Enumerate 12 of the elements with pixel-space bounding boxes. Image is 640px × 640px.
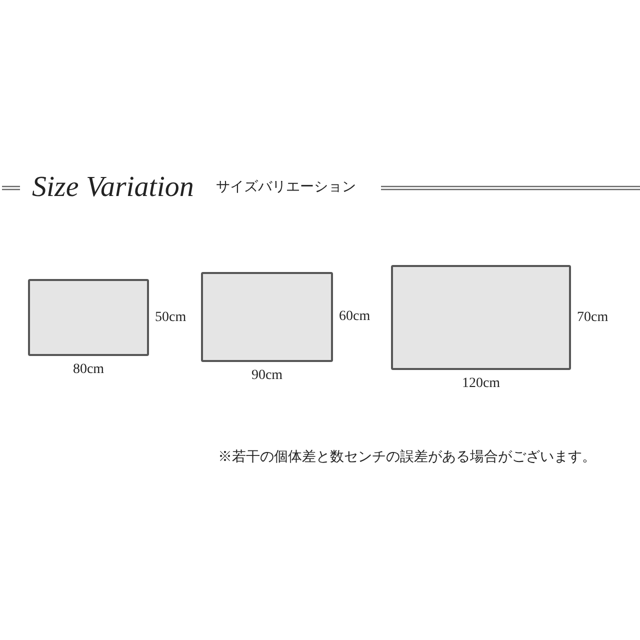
note: ※若干の個体差と数センチの誤差がある場合がございます。 (218, 448, 596, 466)
dimension-label: 80cm (72, 362, 104, 378)
dimension-label: 60cm (339, 309, 370, 325)
dimension-label: 70cm (577, 310, 608, 326)
subtitle: サイズバリエーション (216, 178, 356, 196)
dimension-label: 50cm (155, 310, 186, 326)
size-rectangle (201, 272, 333, 362)
dimension-label: 120cm (462, 376, 500, 392)
size-rectangle (28, 279, 149, 356)
title: Size Variation (32, 170, 194, 204)
size-rectangle (391, 265, 571, 370)
dimension-label: 90cm (251, 368, 283, 384)
